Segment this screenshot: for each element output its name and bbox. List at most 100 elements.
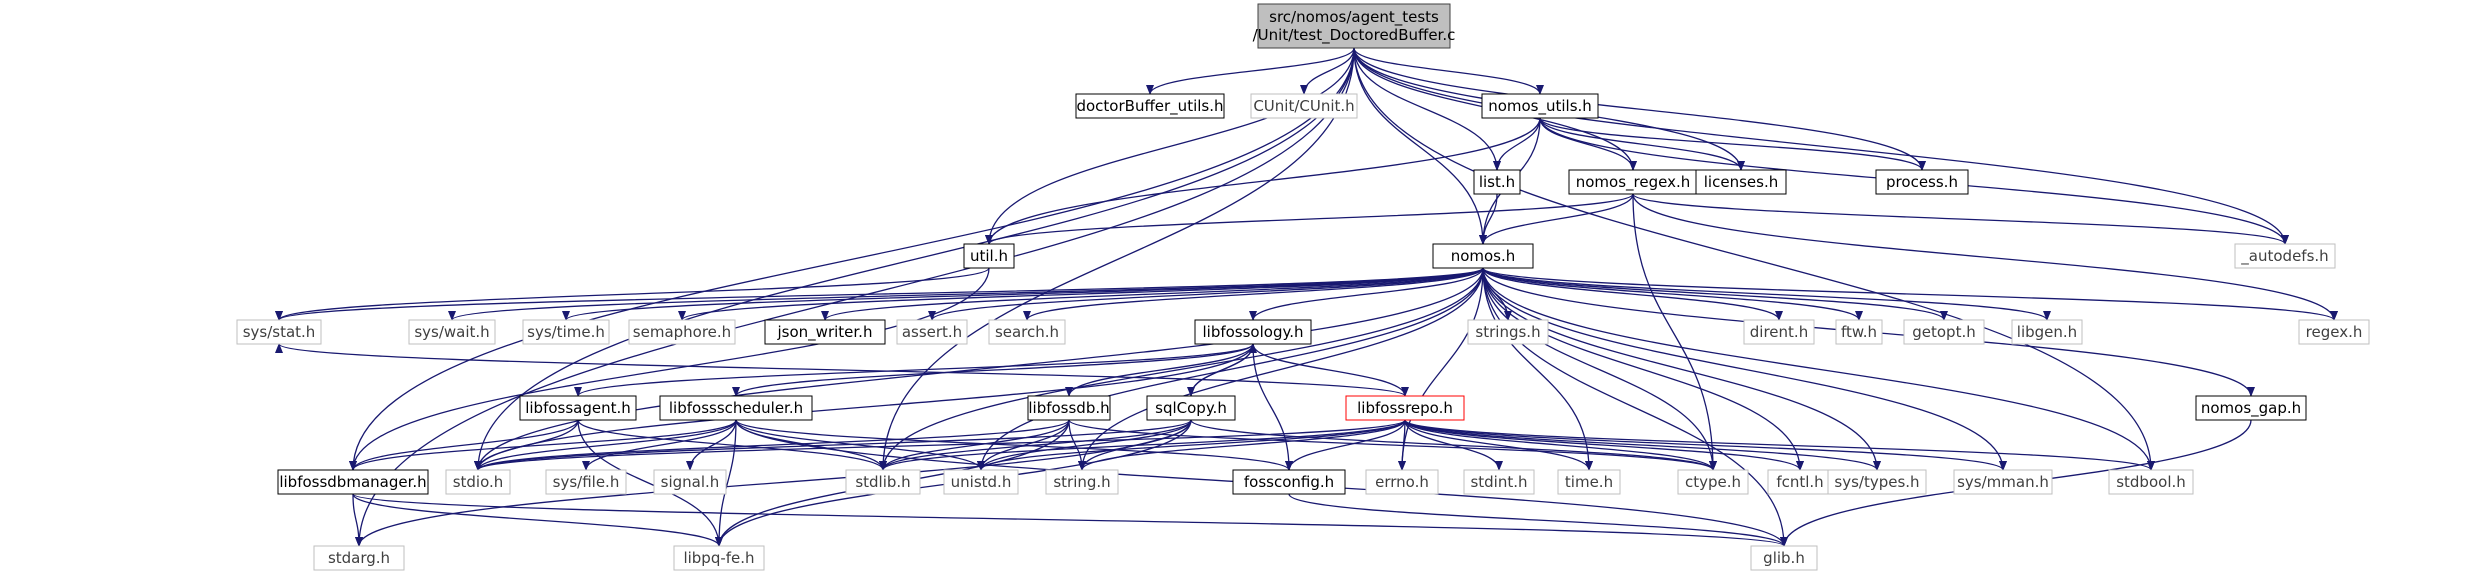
node-label: stdbool.h: [2116, 473, 2186, 491]
node-search[interactable]: search.h: [988, 319, 1066, 345]
node-getopt[interactable]: getopt.h: [1903, 319, 1985, 345]
edge-nomos-regex-to-regex: [1632, 193, 2338, 321]
node-box: [1146, 395, 1236, 421]
node-sys-stat[interactable]: sys/stat.h: [236, 319, 322, 345]
node-sys-mman[interactable]: sys/mman.h: [1953, 469, 2053, 495]
node-label: sys/time.h: [527, 323, 605, 341]
edge-libfossology-to-libfossagent: [574, 343, 1254, 397]
node-root[interactable]: src/nomos/agent_tests/Unit/test_Doctored…: [1253, 3, 1456, 49]
node-libfossscheduler[interactable]: libfossscheduler.h: [659, 395, 813, 421]
node-unistd[interactable]: unistd.h: [943, 469, 1019, 495]
edge-nomos-to-fcntl: [1482, 267, 1804, 471]
node-licenses[interactable]: licenses.h: [1695, 169, 1787, 195]
node-label: fcntl.h: [1776, 473, 1823, 491]
node-nomos-regex[interactable]: nomos_regex.h: [1568, 169, 1698, 195]
node-list[interactable]: list.h: [1473, 169, 1521, 195]
node-libfossdb[interactable]: libfossdb.h: [1027, 395, 1111, 421]
node-stdbool[interactable]: stdbool.h: [2108, 469, 2194, 495]
node-fcntl[interactable]: fcntl.h: [1767, 469, 1833, 495]
node-label: nomos.h: [1451, 247, 1516, 265]
node-label: search.h: [995, 323, 1059, 341]
edge-nomos-regex-to-util: [985, 193, 1634, 245]
node-stdint[interactable]: stdint.h: [1463, 469, 1535, 495]
node-cunit[interactable]: CUnit/CUnit.h: [1250, 93, 1358, 119]
node-label: libfossrepo.h: [1357, 399, 1453, 417]
node-stdlib[interactable]: stdlib.h: [845, 469, 921, 495]
node-stdarg[interactable]: stdarg.h: [313, 545, 405, 571]
node-signal[interactable]: signal.h: [653, 469, 727, 495]
node-regex[interactable]: regex.h: [2298, 319, 2370, 345]
node-glib[interactable]: glib.h: [1750, 545, 1818, 571]
edge-nomos-regex-to-ctype: [1632, 193, 1717, 471]
node-dirent[interactable]: dirent.h: [1743, 319, 1815, 345]
node-libfossdbmanager[interactable]: libfossdbmanager.h: [277, 469, 429, 495]
edge-libfossrepo-to-string: [1078, 419, 1406, 471]
node-label: time.h: [1565, 473, 1613, 491]
node-label: nomos_utils.h: [1488, 97, 1592, 116]
node-label: sys/stat.h: [243, 323, 316, 341]
edge-nomos-to-semaphore: [678, 267, 1484, 321]
node-strings[interactable]: strings.h: [1467, 319, 1549, 345]
node-box: [673, 545, 765, 571]
node-libfossology[interactable]: libfossology.h: [1194, 319, 1312, 345]
node-label: fossconfig.h: [1244, 473, 1334, 491]
edge-libfossdbmanager-to-libpq-fe: [352, 493, 723, 547]
node-time[interactable]: time.h: [1557, 469, 1621, 495]
node-libfossrepo[interactable]: libfossrepo.h: [1345, 395, 1465, 421]
node-ftw[interactable]: ftw.h: [1835, 319, 1883, 345]
edge-libfossrepo-to-fossconfig: [1285, 419, 1406, 471]
edge-root-to-util: [985, 47, 1355, 245]
node-label: stdint.h: [1470, 473, 1527, 491]
node-util[interactable]: util.h: [963, 243, 1015, 269]
node-string[interactable]: string.h: [1045, 469, 1119, 495]
edge-nomos-to-libfossology: [1249, 267, 1484, 321]
node-label: nomos_gap.h: [2201, 399, 2301, 418]
node-process[interactable]: process.h: [1875, 169, 1969, 195]
node-sys-time[interactable]: sys/time.h: [522, 319, 610, 345]
node-box: [1750, 545, 1818, 571]
node-label: _autodefs.h: [2240, 247, 2328, 266]
node-stdio[interactable]: stdio.h: [445, 469, 511, 495]
edge-root-to-libfossdbmanager: [349, 47, 1355, 471]
node-label: stdio.h: [453, 473, 504, 491]
edge-libfossrepo-to-time: [1404, 419, 1593, 471]
node-sqlcopy[interactable]: sqlCopy.h: [1146, 395, 1236, 421]
node-autodefs[interactable]: _autodefs.h: [2234, 243, 2336, 269]
edge-util-to-sys-stat: [275, 267, 990, 321]
node-libgen[interactable]: libgen.h: [2011, 319, 2083, 345]
node-box: [1432, 243, 1534, 269]
edge-libfossrepo-to-stdlib: [879, 419, 1406, 471]
node-nomos-gap[interactable]: nomos_gap.h: [2195, 395, 2307, 421]
node-label: ctype.h: [1685, 473, 1741, 491]
node-label: nomos_regex.h: [1576, 173, 1691, 192]
node-box: [1463, 469, 1535, 495]
node-libpq-fe[interactable]: libpq-fe.h: [673, 545, 765, 571]
node-json-writer[interactable]: json_writer.h: [764, 319, 886, 345]
node-sys-wait[interactable]: sys/wait.h: [408, 319, 496, 345]
node-label: sys/mman.h: [1957, 473, 2049, 491]
node-nomos[interactable]: nomos.h: [1432, 243, 1534, 269]
node-libfossagent[interactable]: libfossagent.h: [519, 395, 637, 421]
node-fossconfig[interactable]: fossconfig.h: [1232, 469, 1346, 495]
node-sys-file[interactable]: sys/file.h: [545, 469, 627, 495]
node-semaphore[interactable]: semaphore.h: [628, 319, 736, 345]
edge-nomos-to-sys-time: [562, 267, 1484, 321]
node-box: [2011, 319, 2083, 345]
node-ctype[interactable]: ctype.h: [1677, 469, 1749, 495]
node-label: libfossagent.h: [525, 399, 631, 417]
node-box: [445, 469, 511, 495]
node-label: libfossology.h: [1202, 323, 1303, 341]
edge-libfossology-to-libfossrepo: [1252, 343, 1409, 397]
node-box: [2298, 319, 2370, 345]
node-label: util.h: [970, 247, 1008, 265]
node-sys-types[interactable]: sys/types.h: [1827, 469, 1927, 495]
node-errno[interactable]: errno.h: [1365, 469, 1439, 495]
node-nomos-utils[interactable]: nomos_utils.h: [1481, 93, 1599, 119]
edge-libfossrepo-to-sys-stat: [275, 343, 1406, 397]
node-label: getopt.h: [1912, 323, 1976, 341]
node-box: [659, 395, 813, 421]
node-assert[interactable]: assert.h: [896, 319, 968, 345]
edge-nomos-to-stdbool: [1482, 267, 2155, 471]
node-box: [1767, 469, 1833, 495]
node-doctorbuffer-utils[interactable]: doctorBuffer_utils.h: [1075, 93, 1225, 119]
